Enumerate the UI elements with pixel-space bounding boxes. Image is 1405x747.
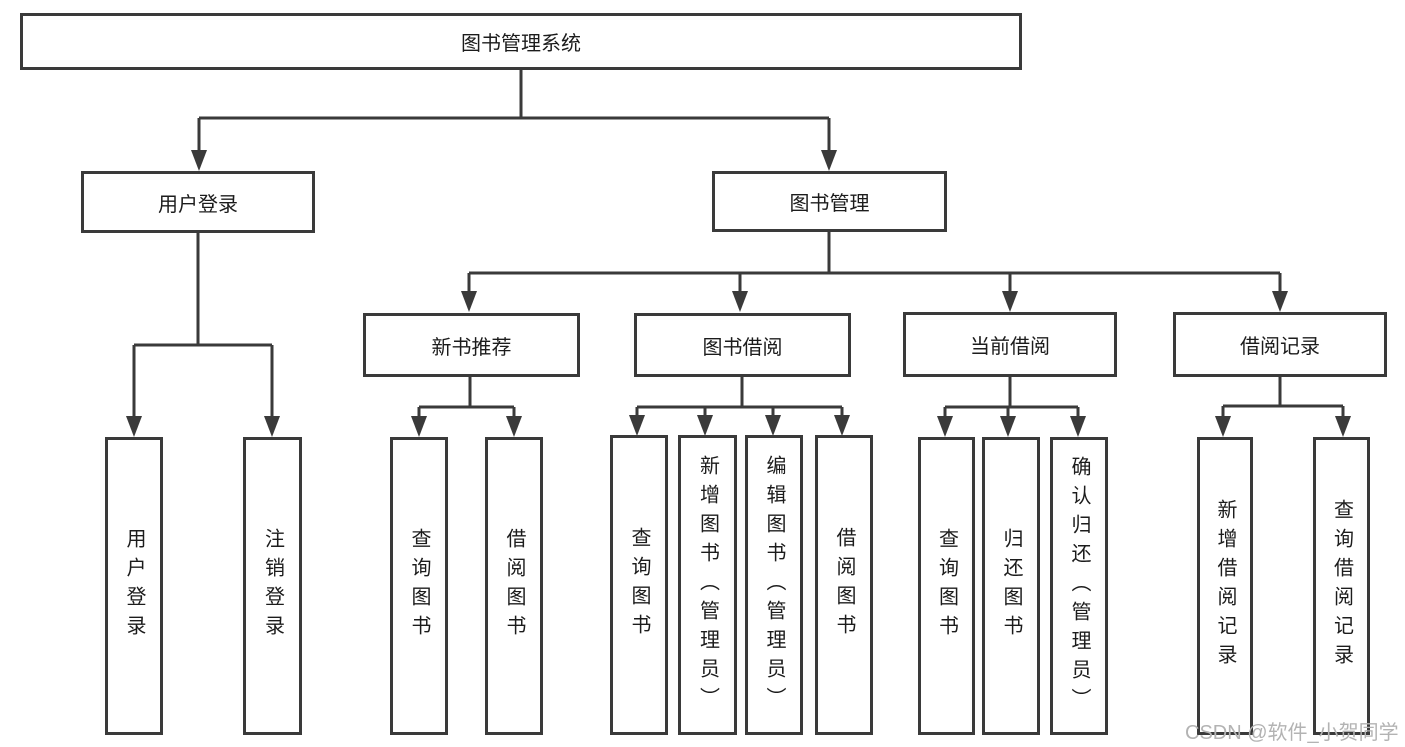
leaf-bb-borrow-books-label: 借阅图书 xyxy=(833,527,855,643)
connector-borrowing-records-to-leaves xyxy=(1215,377,1351,437)
node-borrowing-records: 借阅记录 xyxy=(1173,312,1387,377)
node-book-management: 图书管理 xyxy=(712,171,947,232)
leaf-cb-query-books-label: 查询图书 xyxy=(935,528,958,644)
leaf-bb-borrow-books: 借阅图书 xyxy=(815,435,873,735)
leaf-br-add-record: 新增借阅记录 xyxy=(1197,437,1253,735)
node-borrowing-records-label: 借阅记录 xyxy=(1240,336,1320,358)
leaf-br-query-record: 查询借阅记录 xyxy=(1313,437,1370,735)
connector-book-management-to-level3 xyxy=(461,232,1288,312)
node-book-borrowing-label: 图书借阅 xyxy=(702,336,783,359)
leaf-bb-edit-books-admin: 编辑图书（管理员） xyxy=(745,435,803,735)
leaf-bb-add-books-admin: 新增图书（管理员） xyxy=(678,435,737,735)
node-current-borrowing-label: 当前借阅 xyxy=(970,336,1050,358)
leaf-bb-query-books-label: 查询图书 xyxy=(628,527,650,643)
leaf-nb-query-books-label: 查询图书 xyxy=(408,528,430,644)
leaf-bb-add-books-admin-label: 新增图书（管理员） xyxy=(696,454,719,716)
leaf-cb-return-books-label: 归还图书 xyxy=(1000,528,1022,644)
node-user-login-label: 用户登录 xyxy=(158,193,238,216)
leaf-nb-borrow-books-label: 借阅图书 xyxy=(503,528,525,644)
node-current-borrowing: 当前借阅 xyxy=(903,312,1117,377)
connector-user-login-to-leaves xyxy=(126,233,280,437)
leaf-logout: 注销登录 xyxy=(243,437,302,735)
node-new-book-recommend: 新书推荐 xyxy=(363,313,580,377)
connector-book-borrowing-to-leaves xyxy=(629,377,850,436)
leaf-cb-confirm-return-admin-label: 确认归还（管理员） xyxy=(1068,455,1090,717)
leaf-logout-label: 注销登录 xyxy=(261,528,284,644)
leaf-cb-return-books: 归还图书 xyxy=(982,437,1040,735)
leaf-br-add-record-label: 新增借阅记录 xyxy=(1214,499,1236,673)
connector-current-borrowing-to-leaves xyxy=(937,377,1086,437)
node-root-library-management-system: 图书管理系统 xyxy=(20,13,1022,70)
node-book-borrowing: 图书借阅 xyxy=(634,313,851,377)
node-user-login: 用户登录 xyxy=(81,171,315,233)
leaf-cb-query-books: 查询图书 xyxy=(918,437,975,735)
leaf-user-login-label: 用户登录 xyxy=(123,528,145,644)
leaf-user-login: 用户登录 xyxy=(105,437,163,735)
node-new-book-recommend-label: 新书推荐 xyxy=(431,336,512,359)
leaf-br-query-record-label: 查询借阅记录 xyxy=(1330,499,1353,673)
node-root-label: 图书管理系统 xyxy=(461,33,581,55)
csdn-watermark: CSDN @软件_小贺同学 xyxy=(1185,722,1399,744)
leaf-bb-query-books: 查询图书 xyxy=(610,435,668,735)
leaf-cb-confirm-return-admin: 确认归还（管理员） xyxy=(1050,437,1108,735)
connector-new-book-recommend-to-leaves xyxy=(411,377,522,437)
leaf-nb-query-books: 查询图书 xyxy=(390,437,448,735)
node-book-management-label: 图书管理 xyxy=(789,193,870,215)
connector-root-to-level2 xyxy=(191,70,837,171)
leaf-nb-borrow-books: 借阅图书 xyxy=(485,437,543,735)
leaf-bb-edit-books-admin-label: 编辑图书（管理员） xyxy=(763,454,785,716)
